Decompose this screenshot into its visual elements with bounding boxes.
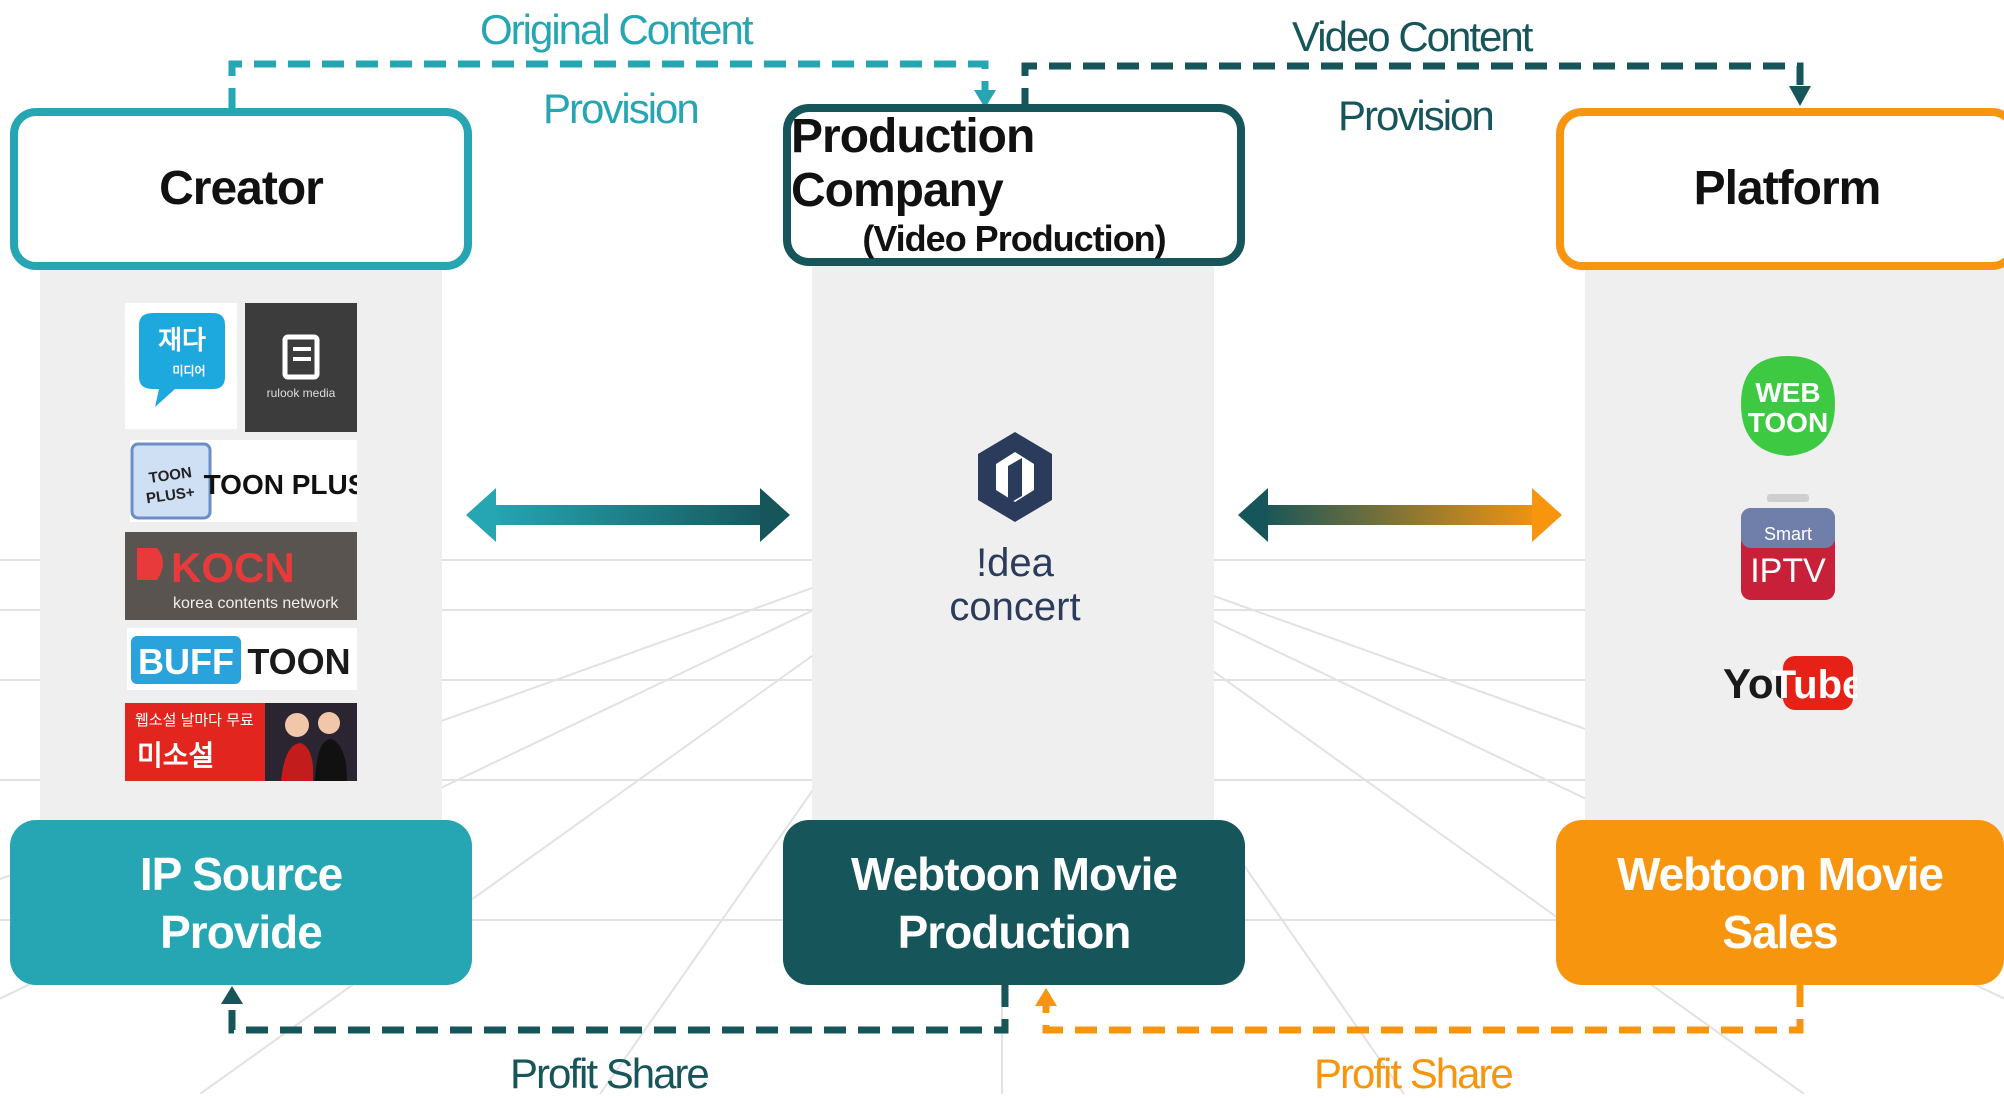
bufftoon-logo: BUFF TOON bbox=[127, 628, 357, 690]
production-footer-line1: Webtoon Movie bbox=[850, 847, 1178, 900]
svg-text:TOON: TOON bbox=[148, 464, 193, 487]
profit-share-right-arrow bbox=[1042, 985, 1804, 1034]
svg-text:TOON: TOON bbox=[247, 641, 350, 682]
svg-text:TOON PLUS: TOON PLUS bbox=[204, 469, 357, 500]
production-header: Production Company (Video Production) bbox=[783, 104, 1245, 266]
svg-text:BUFF: BUFF bbox=[138, 641, 234, 682]
provision-right-label: Provision bbox=[1338, 92, 1495, 139]
svg-text:Tube: Tube bbox=[1772, 663, 1857, 707]
webtoon-logo: WEB TOON bbox=[1735, 352, 1841, 462]
svg-text:TOON: TOON bbox=[1748, 407, 1828, 438]
platform-header: Platform bbox=[1556, 108, 2004, 270]
svg-text:웹소설 날마다 무료: 웹소설 날마다 무료 bbox=[135, 712, 254, 729]
profit-share-left-arrow bbox=[228, 985, 1009, 1034]
original-content-label: Original Content bbox=[480, 6, 753, 53]
svg-text:미디어: 미디어 bbox=[172, 363, 205, 378]
platform-title: Platform bbox=[1693, 162, 1882, 215]
creator-production-double-arrow bbox=[466, 488, 790, 542]
profit-share-right-label: Profit Share bbox=[1314, 1050, 1514, 1097]
webtoon-movie-production-box: Webtoon Movie Production bbox=[783, 820, 1245, 985]
svg-text:WEB: WEB bbox=[1755, 377, 1820, 408]
svg-text:concert: concert bbox=[949, 585, 1080, 629]
svg-text:미소설: 미소설 bbox=[137, 740, 214, 771]
creator-footer-line2: Provide bbox=[160, 905, 323, 958]
svg-text:korea contents network: korea contents network bbox=[173, 595, 339, 612]
webtoon-movie-sales-box: Webtoon Movie Sales bbox=[1556, 820, 2004, 985]
platform-footer-line2: Sales bbox=[1722, 905, 1838, 958]
creator-footer-line1: IP Source bbox=[139, 847, 343, 900]
misosul-logo: 웹소설 날마다 무료 미소설 bbox=[125, 703, 357, 781]
production-subtitle: (Video Production) bbox=[862, 218, 1166, 259]
production-footer-line2: Production bbox=[897, 905, 1132, 958]
svg-text:IPTV: IPTV bbox=[1750, 552, 1826, 590]
video-content-arrow bbox=[1021, 62, 1804, 110]
rulook-media-logo: rulook media bbox=[245, 303, 357, 432]
provision-left-label: Provision bbox=[543, 85, 700, 132]
production-title: Production Company bbox=[791, 110, 1035, 217]
smart-iptv-logo: Smart IPTV bbox=[1737, 490, 1839, 608]
svg-text:KOCN: KOCN bbox=[171, 544, 295, 591]
creator-header: Creator bbox=[10, 108, 472, 270]
svg-text:rulook media: rulook media bbox=[267, 386, 336, 400]
svg-text:PLUS+: PLUS+ bbox=[145, 484, 196, 508]
ip-source-provide-box: IP Source Provide bbox=[10, 820, 472, 985]
production-column bbox=[812, 240, 1214, 840]
youtube-logo: You Tube bbox=[1719, 650, 1857, 716]
svg-text:!dea: !dea bbox=[976, 541, 1055, 585]
platform-footer-line1: Webtoon Movie bbox=[1616, 847, 1944, 900]
toon-plus-logo: TOON PLUS+ TOON PLUS bbox=[130, 440, 357, 522]
production-platform-double-arrow bbox=[1238, 488, 1562, 542]
svg-text:재다: 재다 bbox=[158, 325, 206, 355]
jaeda-media-logo: 재다 미디어 bbox=[125, 303, 237, 429]
original-content-arrow bbox=[228, 60, 989, 110]
idea-concert-logo: !dea concert bbox=[920, 428, 1110, 638]
svg-text:Smart: Smart bbox=[1764, 524, 1812, 544]
kocn-logo: KOCN korea contents network bbox=[125, 532, 357, 620]
creator-title: Creator bbox=[159, 162, 324, 215]
profit-share-left-label: Profit Share bbox=[510, 1050, 710, 1097]
video-content-label: Video Content bbox=[1292, 13, 1533, 60]
